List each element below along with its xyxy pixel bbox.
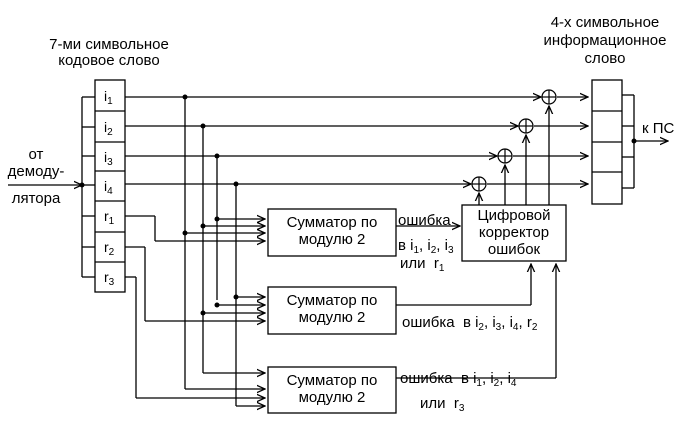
adder-2: Сумматор по модулю 2 xyxy=(268,292,396,326)
adder-2-line-1: Сумматор по xyxy=(286,292,378,309)
corrector-box xyxy=(461,204,567,262)
adder-3: Сумматор по модулю 2 xyxy=(268,372,396,406)
info-title-line-3: слово xyxy=(584,50,626,67)
cell-r3: r3 xyxy=(104,269,115,288)
corrector-line-3: ошибок xyxy=(487,241,541,258)
cell-i3: i3 xyxy=(104,149,113,168)
adder-3-line-1: Сумматор по xyxy=(286,372,378,389)
error-1-alt: или r1 xyxy=(400,255,445,274)
cell-i4: i4 xyxy=(104,178,113,197)
adder-2-line-2: модулю 2 xyxy=(298,309,366,326)
adder-1-line-2: модулю 2 xyxy=(298,231,366,248)
input-label-line-2: демоду- xyxy=(7,163,65,180)
corrector-line-1: Цифровой xyxy=(477,207,551,224)
info-title-line-2: информационное xyxy=(543,32,667,49)
error-2: ошибка в i2, i3, i4, r2 xyxy=(402,314,538,333)
error-1-syms: в i1, i2, i3 xyxy=(398,237,454,256)
cell-r1: r1 xyxy=(104,208,115,227)
corrector: Цифровой корректор ошибок xyxy=(462,207,566,258)
error-3: ошибка в i1, i2, i4 xyxy=(400,370,517,389)
output-label: к ПС xyxy=(642,120,675,137)
adder-1-line-1: Сумматор по xyxy=(286,214,378,231)
info-title-line-1: 4-х символьное xyxy=(550,14,660,31)
error-1-word: ошибка xyxy=(398,212,451,229)
cell-r2: r2 xyxy=(104,239,115,258)
input-label-line-1: от xyxy=(28,146,44,163)
adder-1: Сумматор по модулю 2 xyxy=(268,214,396,248)
input-label-line-3: лятора xyxy=(11,190,61,207)
codeword-register xyxy=(94,79,126,293)
corrector-line-2: корректор xyxy=(478,224,550,241)
cell-i2: i2 xyxy=(104,119,113,138)
codeword-title-line-1: 7-ми символьное xyxy=(49,36,169,53)
error-3-alt: или r3 xyxy=(420,395,465,414)
codeword-title-line-2: кодовое слово xyxy=(58,52,160,69)
cell-i1: i1 xyxy=(104,88,113,107)
adder-3-line-2: модулю 2 xyxy=(298,389,366,406)
